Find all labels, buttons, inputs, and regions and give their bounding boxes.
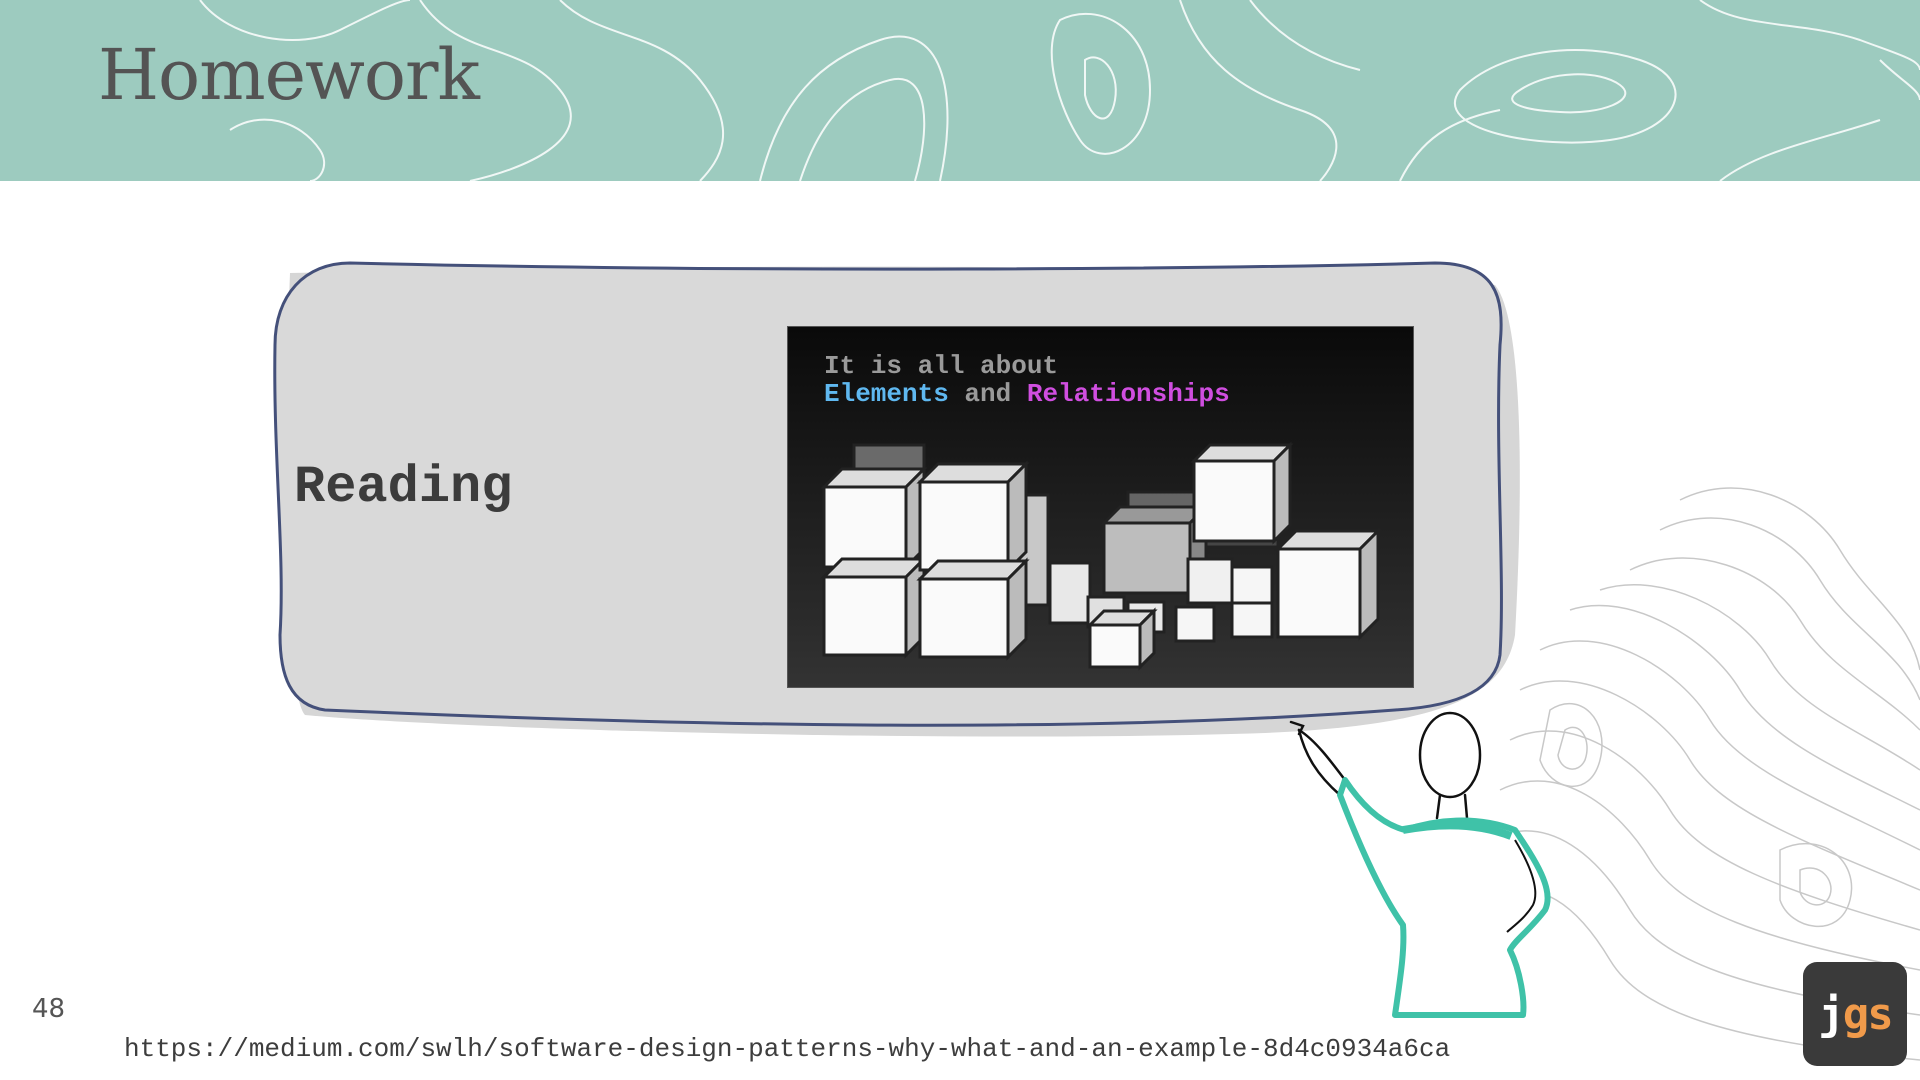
article-thumbnail[interactable]: It is all about Elements and Relationshi… xyxy=(787,326,1414,688)
logo-letters-gs: gs xyxy=(1842,988,1894,1040)
topographic-lines-decoration xyxy=(199,0,1920,181)
page-number: 48 xyxy=(32,994,66,1024)
thumbnail-subheading: Elements and Relationships xyxy=(824,379,1230,409)
cubes-illustration xyxy=(820,441,1382,671)
page-title: Homework xyxy=(98,34,480,116)
thumbnail-word-elements: Elements xyxy=(824,379,949,409)
reading-label: Reading xyxy=(294,458,513,517)
thumbnail-word-relationships: Relationships xyxy=(1026,379,1230,409)
thumbnail-word-and: and xyxy=(948,379,1027,409)
source-link[interactable]: https://medium.com/swlh/software-design-… xyxy=(124,1034,1451,1064)
pointing-person-illustration xyxy=(1289,711,1551,1018)
logo-letter-j: j xyxy=(1818,988,1844,1040)
thumbnail-heading: It is all about xyxy=(824,351,1059,381)
header-banner: Homework xyxy=(0,0,1920,181)
